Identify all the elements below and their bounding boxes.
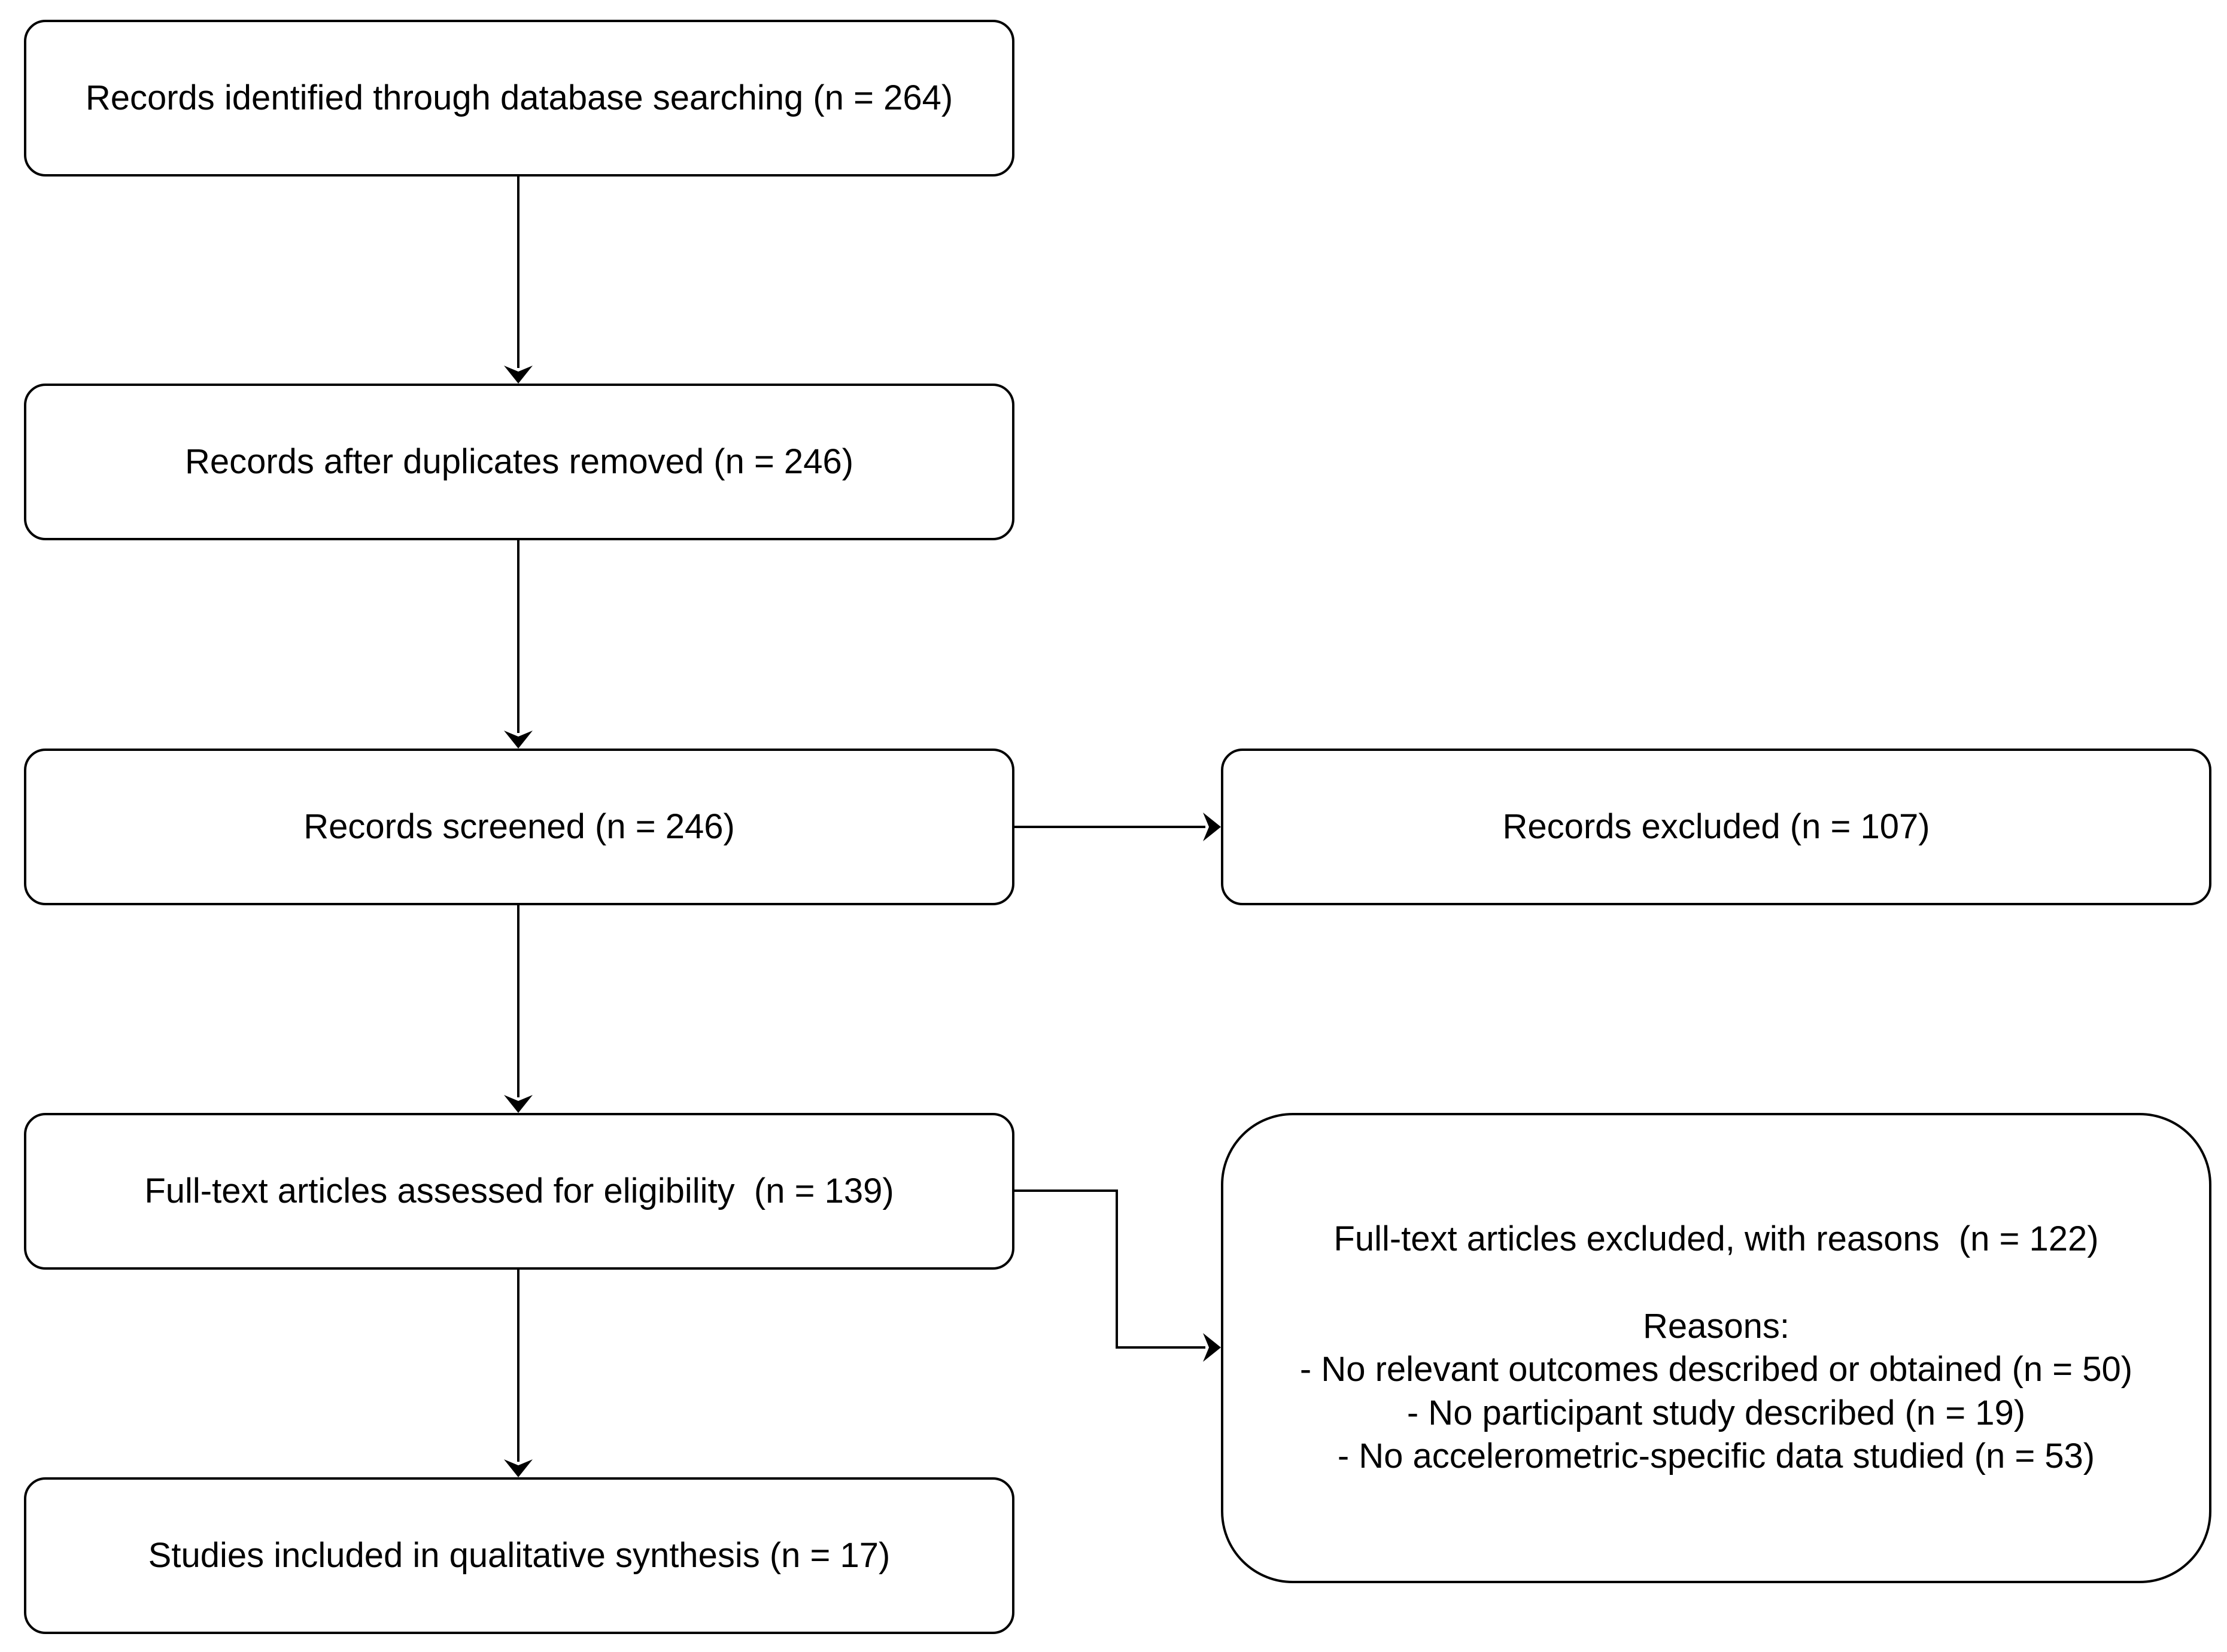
node-full-text-assessed-label: Full-text articles assessed for eligibil… [144, 1171, 894, 1210]
node-full-text-excluded-title: Full-text articles excluded, with reason… [1333, 1219, 2099, 1259]
edge-screened-to-full-text-assessed [504, 905, 533, 1113]
edge-full-text-assessed-to-full-text-excluded [1014, 1189, 1221, 1362]
node-records-after-duplicates: Records after duplicates removed (n = 24… [24, 384, 1014, 540]
node-records-identified: Records identified through database sear… [24, 20, 1014, 177]
node-full-text-excluded: Full-text articles excluded, with reason… [1221, 1113, 2211, 1583]
edge-full-text-assessed-to-included [504, 1270, 533, 1477]
node-records-screened: Records screened (n = 246) [24, 749, 1014, 905]
node-records-screened-label: Records screened (n = 246) [303, 807, 735, 846]
node-records-after-duplicates-label: Records after duplicates removed (n = 24… [184, 442, 854, 481]
reasons-heading: Reasons: [1642, 1306, 1790, 1346]
reason-item: - No relevant outcomes described or obta… [1299, 1350, 2133, 1389]
node-records-excluded: Records excluded (n = 107) [1221, 749, 2211, 905]
node-studies-included-label: Studies included in qualitative synthesi… [148, 1535, 891, 1575]
reason-item: - No participant study described (n = 19… [1406, 1393, 2026, 1432]
reason-item: - No accelerometric-specific data studie… [1337, 1437, 2095, 1476]
node-full-text-assessed: Full-text articles assessed for eligibil… [24, 1113, 1014, 1270]
edge-identified-to-after-duplicates [504, 177, 533, 384]
edge-after-duplicates-to-screened [504, 540, 533, 749]
node-records-identified-label: Records identified through database sear… [85, 78, 953, 117]
edge-screened-to-excluded [1014, 813, 1221, 841]
node-records-excluded-label: Records excluded (n = 107) [1502, 807, 1930, 846]
node-studies-included: Studies included in qualitative synthesi… [24, 1477, 1014, 1634]
